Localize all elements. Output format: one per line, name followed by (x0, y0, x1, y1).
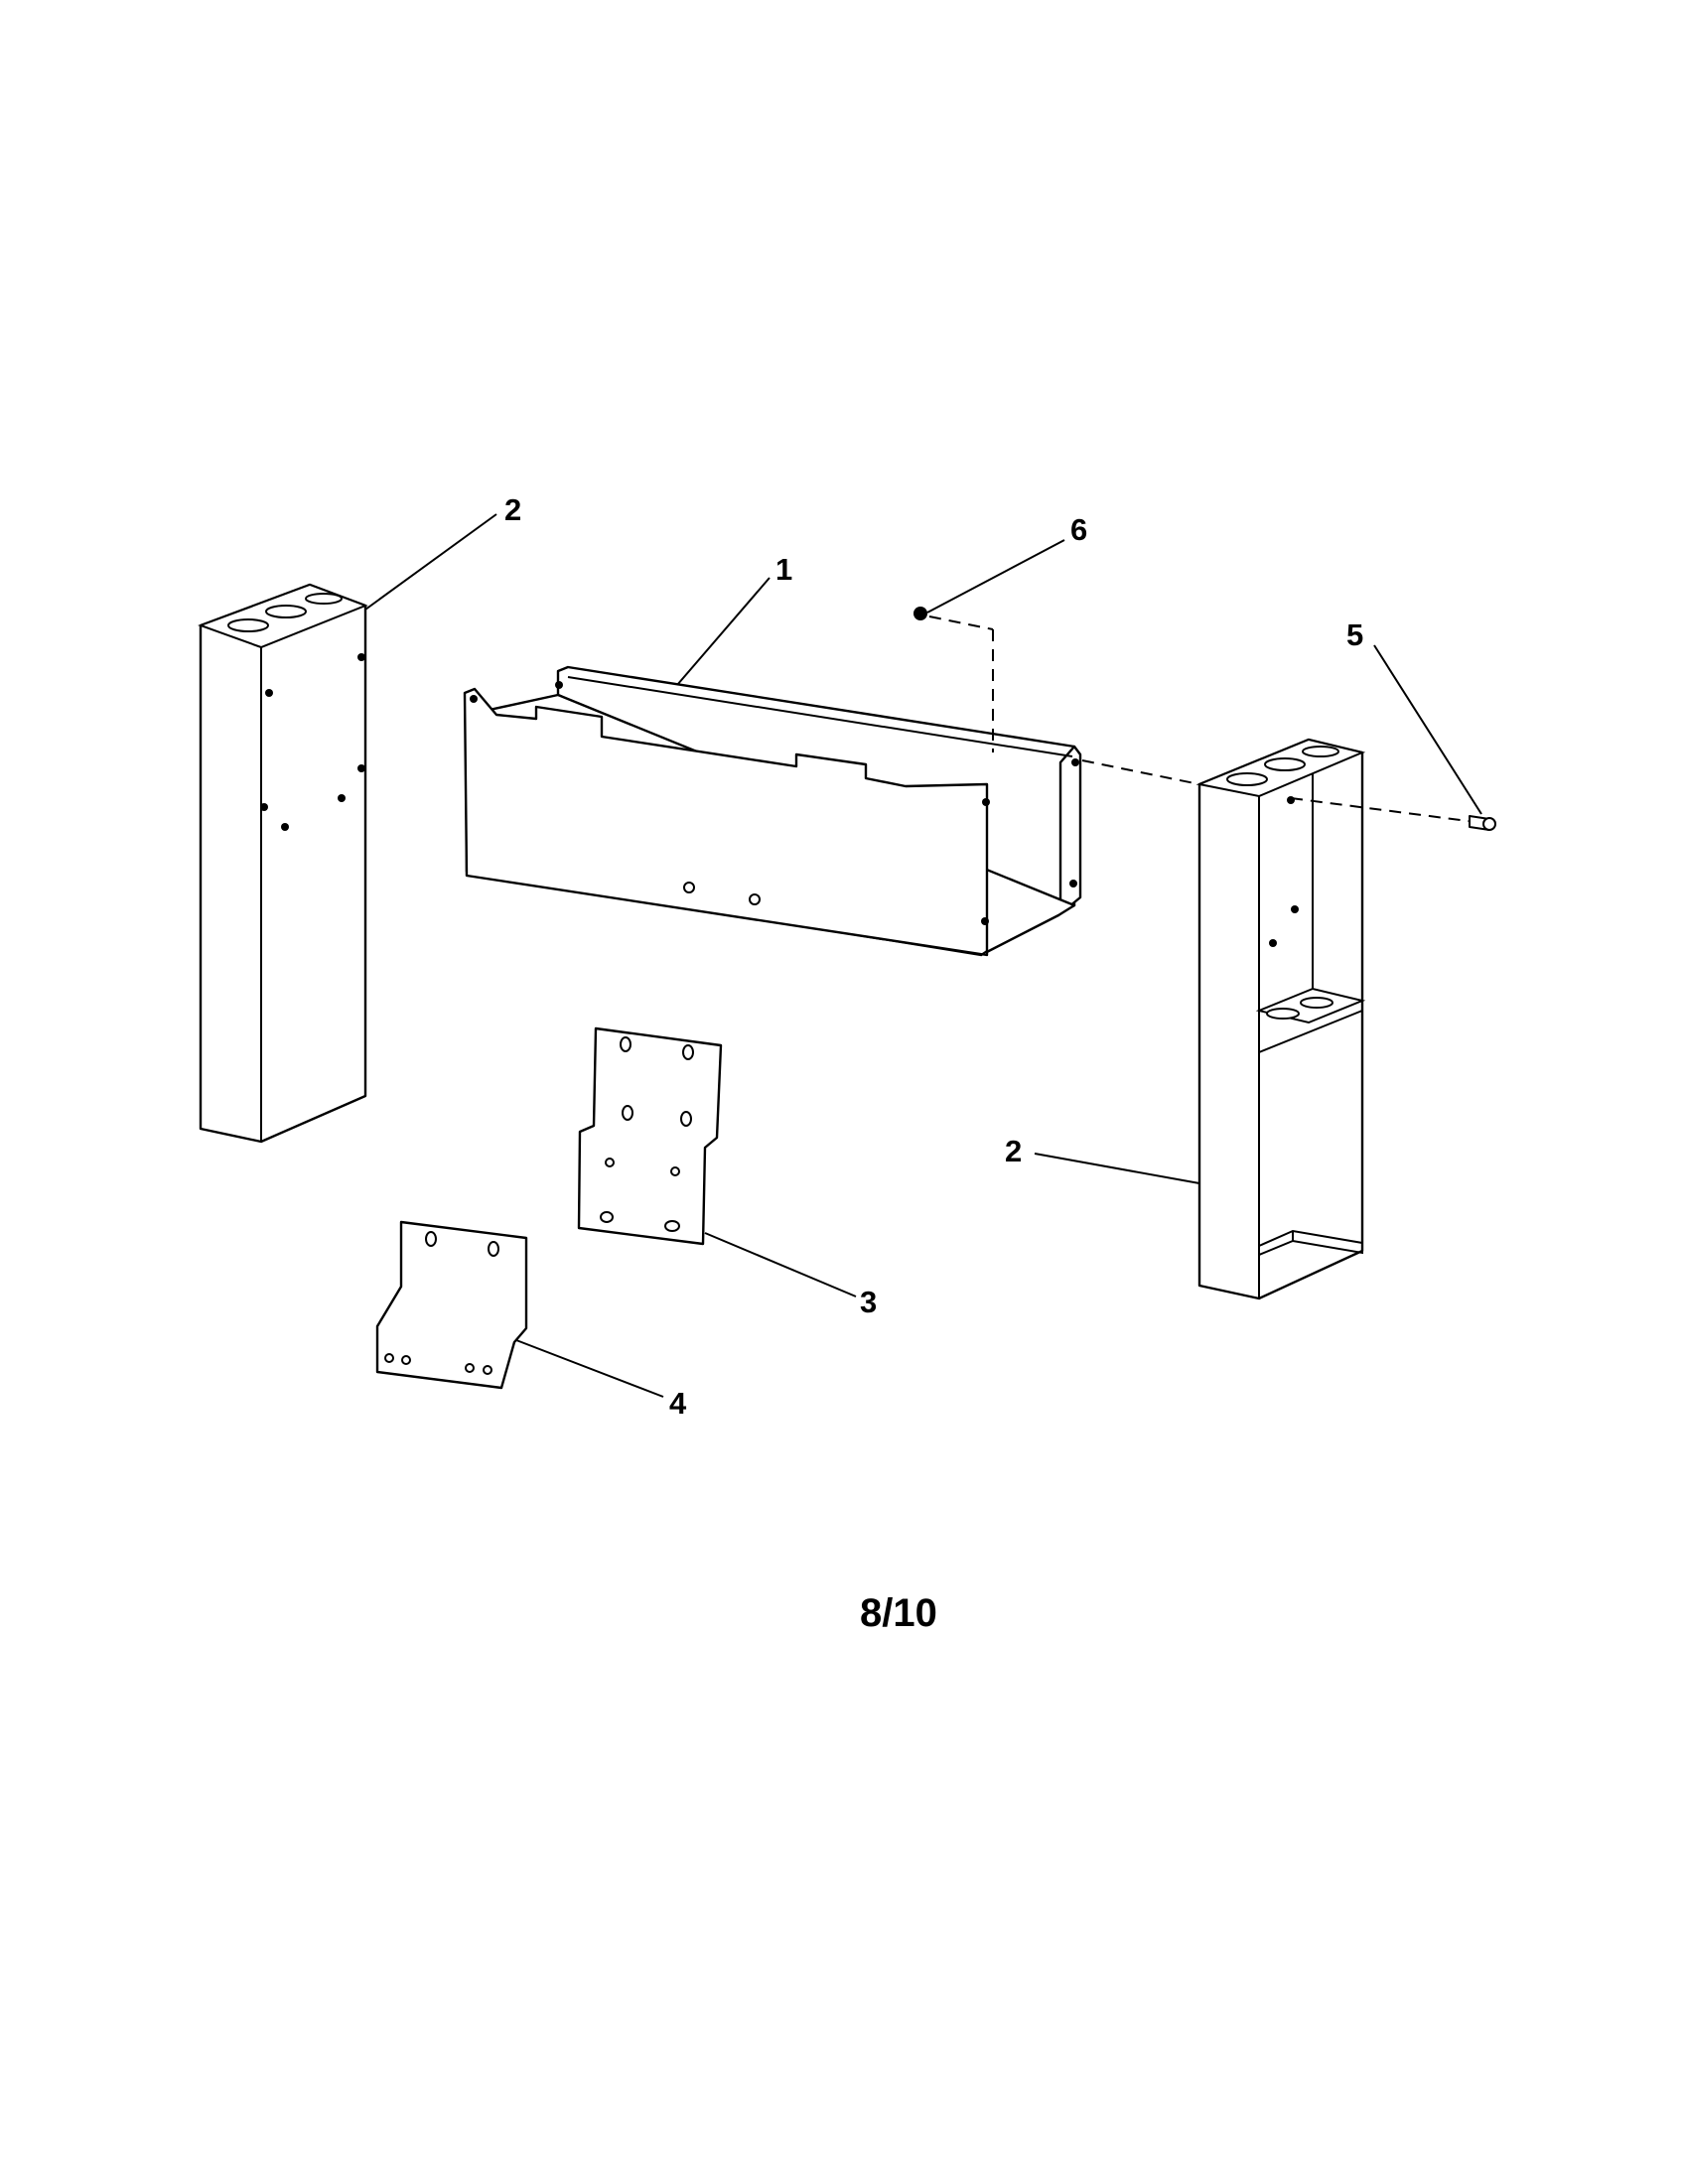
screw-part-5 (1081, 759, 1496, 831)
bracket-plate-part-3 (577, 1026, 723, 1246)
callout-part-1: 1 (775, 552, 792, 587)
nut-part-6 (913, 607, 994, 752)
angle-bracket-part-4 (375, 1220, 528, 1390)
callout-part-3: 3 (860, 1285, 877, 1319)
leader-lines (364, 513, 1482, 1398)
callout-part-2-right: 2 (1005, 1134, 1022, 1168)
callout-part-6: 6 (1070, 512, 1087, 547)
left-post-part-2 (198, 583, 368, 1144)
channel-tray-part-1 (463, 665, 1082, 957)
callout-part-4: 4 (669, 1386, 687, 1421)
callout-labels: 2 1 6 5 2 3 4 (504, 492, 1363, 1421)
callout-part-2-left: 2 (504, 492, 521, 527)
right-post-part-2 (1195, 738, 1366, 1300)
page-number: 8/10 (860, 1591, 937, 1635)
callout-part-5: 5 (1346, 617, 1363, 652)
